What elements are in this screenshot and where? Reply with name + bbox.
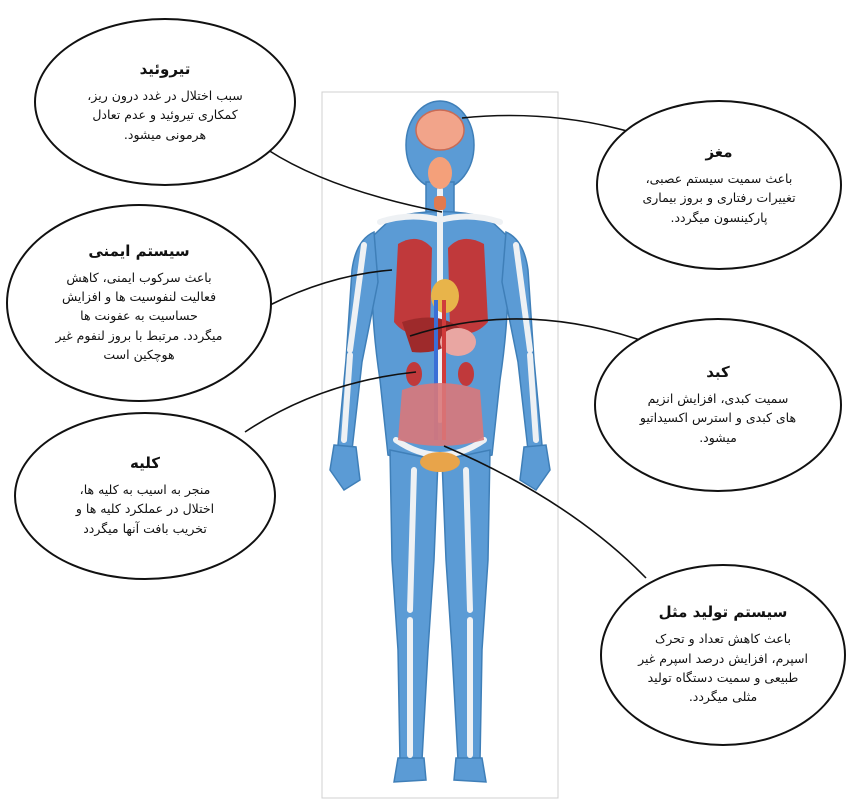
- callout-immune-text: باعث سرکوب ایمنی، کاهش فعالیت لنفوسیت ها…: [56, 268, 223, 365]
- callout-thyroid-title: تیروئید: [140, 60, 191, 78]
- thyroid-organ: [434, 196, 446, 210]
- foot-right: [454, 758, 486, 782]
- callout-brain-title: مغز: [705, 143, 732, 161]
- foot-left: [394, 758, 426, 782]
- throat-organ: [428, 157, 452, 189]
- femur-left: [410, 470, 414, 610]
- callout-liver-text: سمیت کبدی، افزایش انزیم های کبدی و استرس…: [640, 389, 796, 447]
- kidney-left: [406, 362, 422, 386]
- femur-right: [466, 470, 470, 610]
- kidney-right: [458, 362, 474, 386]
- callout-brain-text: باعث سمیت سیستم عصبی، تغییرات رفتاری و ب…: [642, 169, 795, 227]
- callout-kidney-text: منجر به اسیب به کلیه ها، اختلال در عملکر…: [76, 480, 214, 538]
- callout-immune-title: سیستم ایمنی: [88, 242, 189, 260]
- callout-kidney-title: کلیه: [130, 454, 160, 472]
- intestines-organ: [398, 383, 484, 446]
- callout-thyroid: تیروئید سبب اختلال در غدد درون ریز، کمکا…: [34, 18, 296, 186]
- callout-reproductive-text: باعث کاهش تعداد و تحرک اسپرم، افزایش درص…: [638, 629, 808, 707]
- callout-kidney: کلیه منجر به اسیب به کلیه ها، اختلال در …: [14, 412, 276, 580]
- brain-organ: [416, 110, 464, 150]
- callout-liver: کبد سمیت کبدی، افزایش انزیم های کبدی و ا…: [594, 318, 842, 492]
- callout-reproductive: سیستم تولید مثل باعث کاهش تعداد و تحرک ا…: [600, 564, 846, 746]
- callout-reproductive-title: سیستم تولید مثل: [659, 603, 788, 621]
- bladder-organ: [420, 452, 460, 472]
- callout-thyroid-text: سبب اختلال در غدد درون ریز، کمکاری تیروئ…: [87, 86, 242, 144]
- callout-immune: سیستم ایمنی باعث سرکوب ایمنی، کاهش فعالی…: [6, 204, 272, 402]
- callout-liver-title: کبد: [706, 363, 730, 381]
- callout-brain: مغز باعث سمیت سیستم عصبی، تغییرات رفتاری…: [596, 100, 842, 270]
